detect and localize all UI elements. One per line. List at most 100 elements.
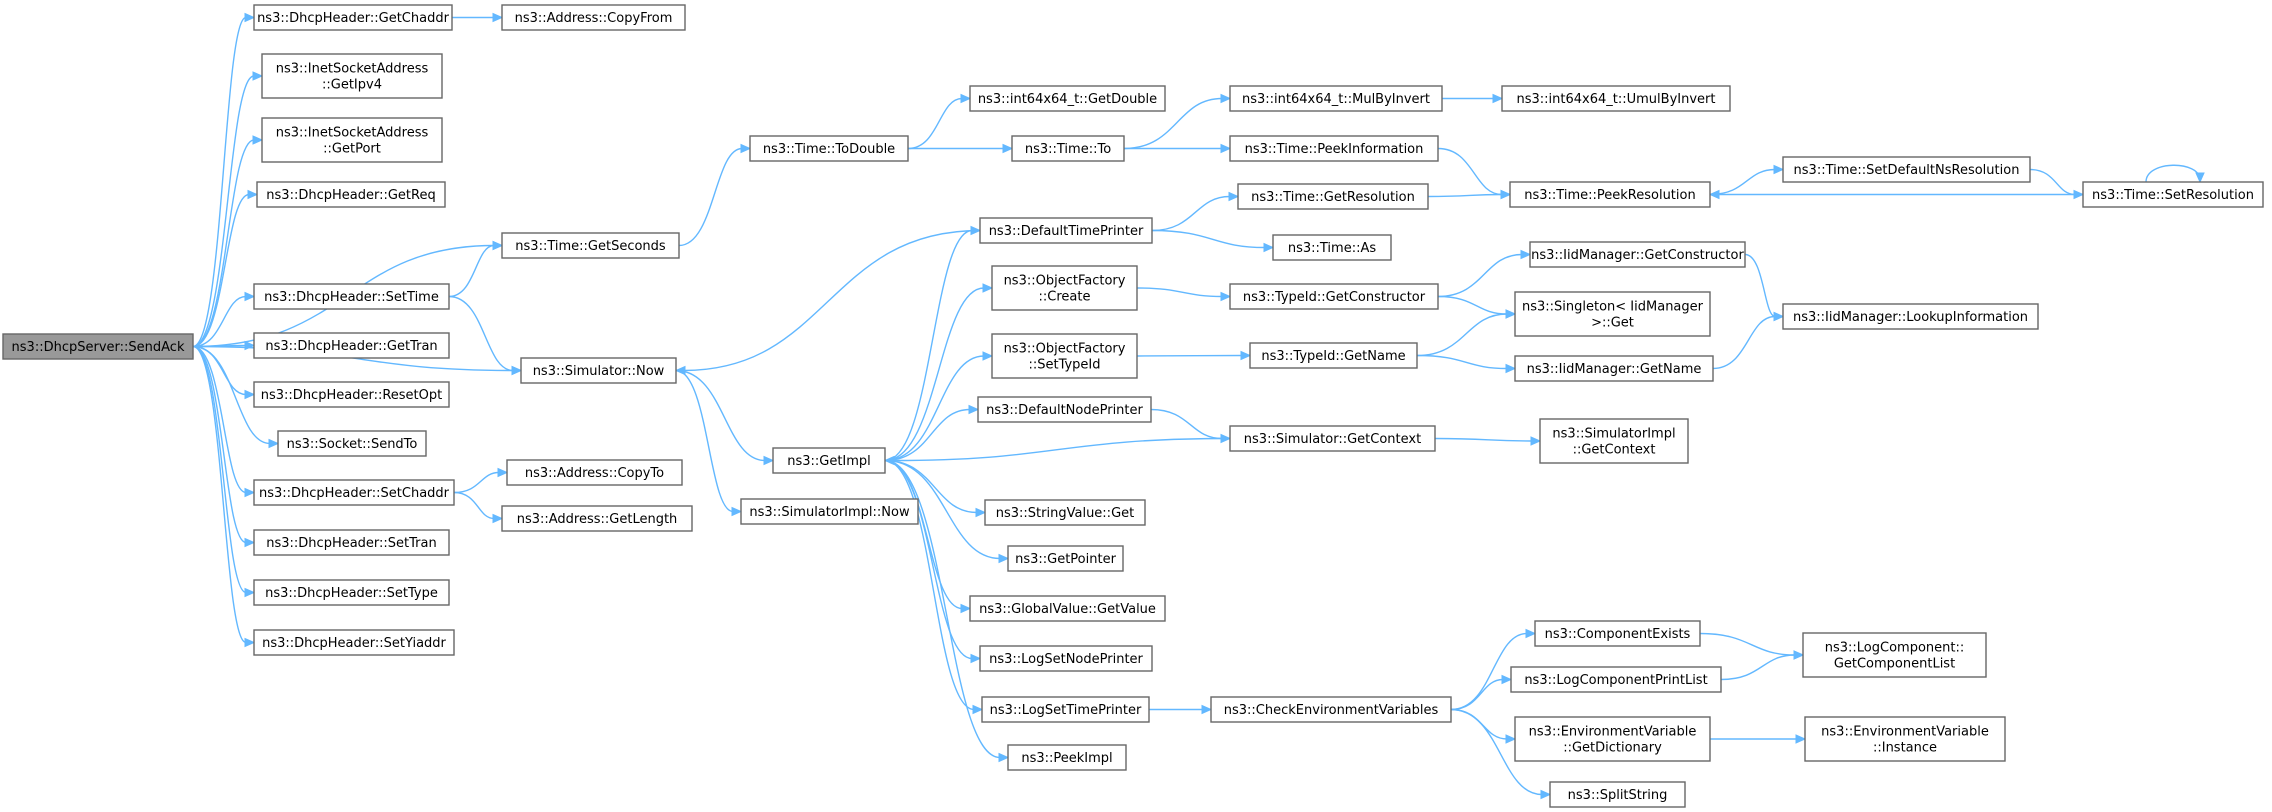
- node-box: [1229, 85, 1443, 112]
- node-getcontext[interactable]: ns3::Simulator::GetContext: [1229, 425, 1436, 452]
- node-box: [520, 357, 677, 384]
- node-logcomponentprintlist[interactable]: ns3::LogComponentPrintList: [1510, 666, 1722, 693]
- node-sendto[interactable]: ns3::Socket::SendTo: [277, 430, 427, 457]
- edge-arrowhead: [1263, 242, 1275, 253]
- node-simimplgetcontext[interactable]: ns3::SimulatorImpl::GetContext: [1539, 418, 1689, 464]
- node-box: [1514, 355, 1714, 382]
- node-copyto[interactable]: ns3::Address::CopyTo: [506, 459, 683, 486]
- edge-arrowhead: [998, 553, 1010, 564]
- node-setresolution[interactable]: ns3::Time::SetResolution: [2082, 181, 2264, 208]
- node-globalvalue[interactable]: ns3::GlobalValue::GetValue: [969, 595, 1166, 622]
- edge-defaulttimeprinter-to-timeas: [1151, 229, 1266, 249]
- node-getresolution[interactable]: ns3::Time::GetResolution: [1237, 183, 1429, 210]
- node-setchaddr[interactable]: ns3::DhcpHeader::SetChaddr: [253, 479, 455, 506]
- node-lookupinfo[interactable]: ns3::IidManager::LookupInformation: [1782, 303, 2039, 330]
- node-checkenv[interactable]: ns3::CheckEnvironmentVariables: [1210, 696, 1452, 723]
- node-label: ::GetIpv4: [322, 78, 382, 93]
- node-getchaddr[interactable]: ns3::DhcpHeader::GetChaddr: [253, 4, 453, 31]
- edge-peekresolution-to-setdefaultns: [1709, 168, 1776, 196]
- node-getdouble[interactable]: ns3::int64x64_t::GetDouble: [969, 85, 1166, 112]
- node-getlength[interactable]: ns3::Address::GetLength: [501, 505, 693, 532]
- node-componentexists[interactable]: ns3::ComponentExists: [1534, 620, 1701, 647]
- node-settype[interactable]: ns3::DhcpHeader::SetType: [253, 579, 450, 606]
- node-getimpl[interactable]: ns3::GetImpl: [772, 447, 886, 474]
- node-envgetdictionary[interactable]: ns3::EnvironmentVariable::GetDictionary: [1514, 716, 1711, 762]
- node-envinstance[interactable]: ns3::EnvironmentVariable::Instance: [1804, 716, 2006, 762]
- node-getpointer[interactable]: ns3::GetPointer: [1007, 545, 1124, 572]
- edge-getimpl-to-ofcreate: [884, 287, 985, 462]
- node-peekresolution[interactable]: ns3::Time::PeekResolution: [1509, 181, 1711, 208]
- node-setyiaddr[interactable]: ns3::DhcpHeader::SetYiaddr: [253, 629, 455, 656]
- node-resetopt[interactable]: ns3::DhcpHeader::ResetOpt: [253, 381, 450, 408]
- node-getconstructor[interactable]: ns3::TypeId::GetConstructor: [1229, 283, 1439, 310]
- edge-ofcreate-to-getconstructor: [1136, 287, 1223, 298]
- node-stringvalueget[interactable]: ns3::StringValue::Get: [984, 499, 1146, 526]
- edge-arrowhead: [492, 240, 504, 251]
- node-umulbyinvert[interactable]: ns3::int64x64_t::UmulByInvert: [1501, 85, 1731, 112]
- node-label: ns3::IidManager::GetConstructor: [1531, 248, 1744, 263]
- node-defaultnodeprinter[interactable]: ns3::DefaultNodePrinter: [977, 396, 1152, 423]
- node-box: [1249, 342, 1418, 369]
- node-simimplnow[interactable]: ns3::SimulatorImpl::Now: [740, 498, 919, 525]
- node-settran[interactable]: ns3::DhcpHeader::SetTran: [253, 529, 450, 556]
- node-box: [979, 217, 1153, 244]
- edge-typeidgetname-to-singletonget: [1416, 313, 1508, 357]
- node-box: [1272, 234, 1392, 261]
- node-label: ns3::DhcpHeader::SetTime: [264, 290, 439, 305]
- edge-arrowhead: [244, 537, 256, 548]
- edge-setresolution-to-setresolution: [2145, 164, 2201, 183]
- edge-arrowhead: [1002, 143, 1014, 154]
- node-box: [969, 595, 1166, 622]
- node-setdefaultns[interactable]: ns3::Time::SetDefaultNsResolution: [1782, 156, 2031, 183]
- node-label: ns3::Address::CopyTo: [525, 466, 664, 481]
- node-timeto[interactable]: ns3::Time::To: [1011, 135, 1125, 162]
- node-defaulttimeprinter[interactable]: ns3::DefaultTimePrinter: [979, 217, 1153, 244]
- edge-arrowhead: [244, 487, 256, 498]
- node-copyfrom[interactable]: ns3::Address::CopyFrom: [501, 4, 686, 31]
- node-settime[interactable]: ns3::DhcpHeader::SetTime: [253, 283, 450, 310]
- node-label: ns3::ObjectFactory: [1004, 342, 1126, 357]
- node-label: ns3::Simulator::GetContext: [1244, 432, 1421, 447]
- node-getreq[interactable]: ns3::DhcpHeader::GetReq: [256, 181, 446, 208]
- node-iidgetconstructor[interactable]: ns3::IidManager::GetConstructor: [1529, 241, 1746, 268]
- node-box: [253, 4, 453, 31]
- node-label: ns3::DhcpHeader::GetTran: [265, 339, 437, 354]
- node-logsettimeprinter[interactable]: ns3::LogSetTimePrinter: [981, 696, 1150, 723]
- node-label: ns3::DhcpHeader::SetChaddr: [259, 486, 450, 501]
- node-gettran[interactable]: ns3::DhcpHeader::GetTran: [253, 332, 450, 359]
- node-simnow[interactable]: ns3::Simulator::Now: [520, 357, 677, 384]
- node-box: [1237, 183, 1429, 210]
- node-typeidgetname[interactable]: ns3::TypeId::GetName: [1249, 342, 1418, 369]
- node-getseconds[interactable]: ns3::Time::GetSeconds: [501, 232, 680, 259]
- node-label: ns3::LogSetTimePrinter: [990, 703, 1142, 718]
- node-box: [253, 332, 450, 359]
- edge-typeidgetname-to-iidgetname: [1416, 354, 1508, 370]
- node-splitstring[interactable]: ns3::SplitString: [1549, 781, 1686, 808]
- node-timeas[interactable]: ns3::Time::As: [1272, 234, 1392, 261]
- node-peekimpl[interactable]: ns3::PeekImpl: [1007, 744, 1127, 771]
- node-label: ns3::DhcpHeader::GetChaddr: [257, 11, 450, 26]
- node-sendack[interactable]: ns3::DhcpServer::SendAck: [2, 333, 194, 360]
- node-peekinfo[interactable]: ns3::Time::PeekInformation: [1229, 135, 1439, 162]
- node-label: ::Instance: [1873, 741, 1937, 756]
- edge-arrowhead: [511, 365, 523, 376]
- node-ofsettypeid[interactable]: ns3::ObjectFactory::SetTypeId: [991, 333, 1138, 379]
- node-singletonget[interactable]: ns3::Singleton< IidManager>::Get: [1514, 291, 1711, 337]
- edge-arrowhead: [244, 637, 256, 648]
- node-ofcreate[interactable]: ns3::ObjectFactory::Create: [991, 265, 1138, 311]
- node-getport[interactable]: ns3::InetSocketAddress::GetPort: [261, 117, 443, 163]
- edge-getimpl-to-globalvalue: [884, 459, 963, 610]
- node-mulbyinvert[interactable]: ns3::int64x64_t::MulByInvert: [1229, 85, 1443, 112]
- node-iidgetname[interactable]: ns3::IidManager::GetName: [1514, 355, 1714, 382]
- node-getipv4[interactable]: ns3::InetSocketAddress::GetIpv4: [261, 53, 443, 99]
- node-label: ns3::InetSocketAddress: [276, 126, 429, 141]
- node-todouble[interactable]: ns3::Time::ToDouble: [749, 135, 909, 162]
- edge-arrowhead: [492, 12, 504, 23]
- node-getcomponentlist[interactable]: ns3::LogComponent::GetComponentList: [1802, 632, 1987, 678]
- edge-arrowhead: [674, 365, 686, 376]
- edge-sendack-to-settype: [192, 345, 247, 594]
- node-logsetnodeprinter[interactable]: ns3::LogSetNodePrinter: [979, 645, 1153, 672]
- node-box: [991, 333, 1138, 379]
- node-label: ns3::LogComponent::: [1825, 641, 1965, 656]
- node-box: [506, 459, 683, 486]
